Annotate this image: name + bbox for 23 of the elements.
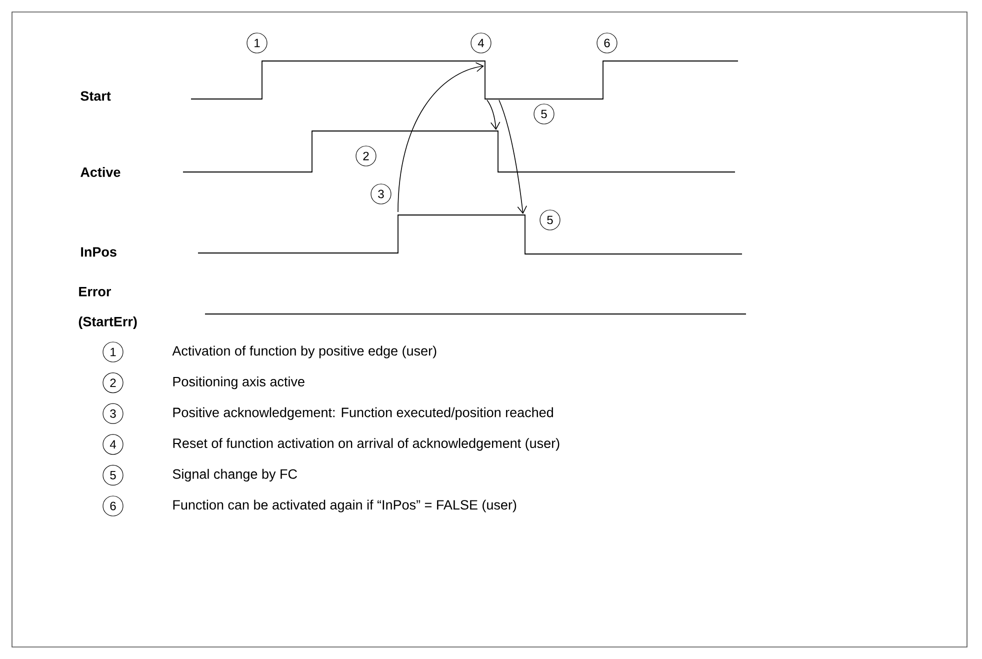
signal-name: Active	[80, 167, 120, 177]
legend-text: Positive acknowledgement: Function executed/position reached	[173, 407, 553, 420]
callout-number: 5	[534, 104, 554, 124]
signal-name: InPos	[81, 247, 116, 257]
callout-number: 3	[370, 184, 392, 204]
legend-text: Signal change by FC	[172, 468, 297, 482]
callout-number: 2	[102, 372, 124, 394]
callout-number: 5	[540, 210, 560, 230]
callout-number: 6	[102, 496, 124, 516]
legend-text: Reset of function activation on arrival of acknowledgement (user)	[173, 438, 560, 451]
signal-name: Error (StartErr)	[78, 286, 137, 330]
callout-number: 4	[102, 434, 124, 455]
callout-number: 2	[356, 146, 376, 166]
callout-number: 4	[470, 32, 492, 54]
callout-number: 5	[102, 464, 124, 486]
legend-text: Activation of function by positive edge (user)	[172, 346, 436, 358]
signal-name: Start	[80, 91, 111, 101]
callout-number: 3	[102, 403, 124, 424]
callout-number: 1	[246, 32, 268, 54]
legend-text: Positioning axis active	[173, 376, 304, 390]
callout-number: 1	[102, 342, 124, 362]
legend-text: Function can be activated again if “InPos” = FALSE (user)	[173, 500, 516, 512]
callout-number: 6	[596, 32, 618, 54]
